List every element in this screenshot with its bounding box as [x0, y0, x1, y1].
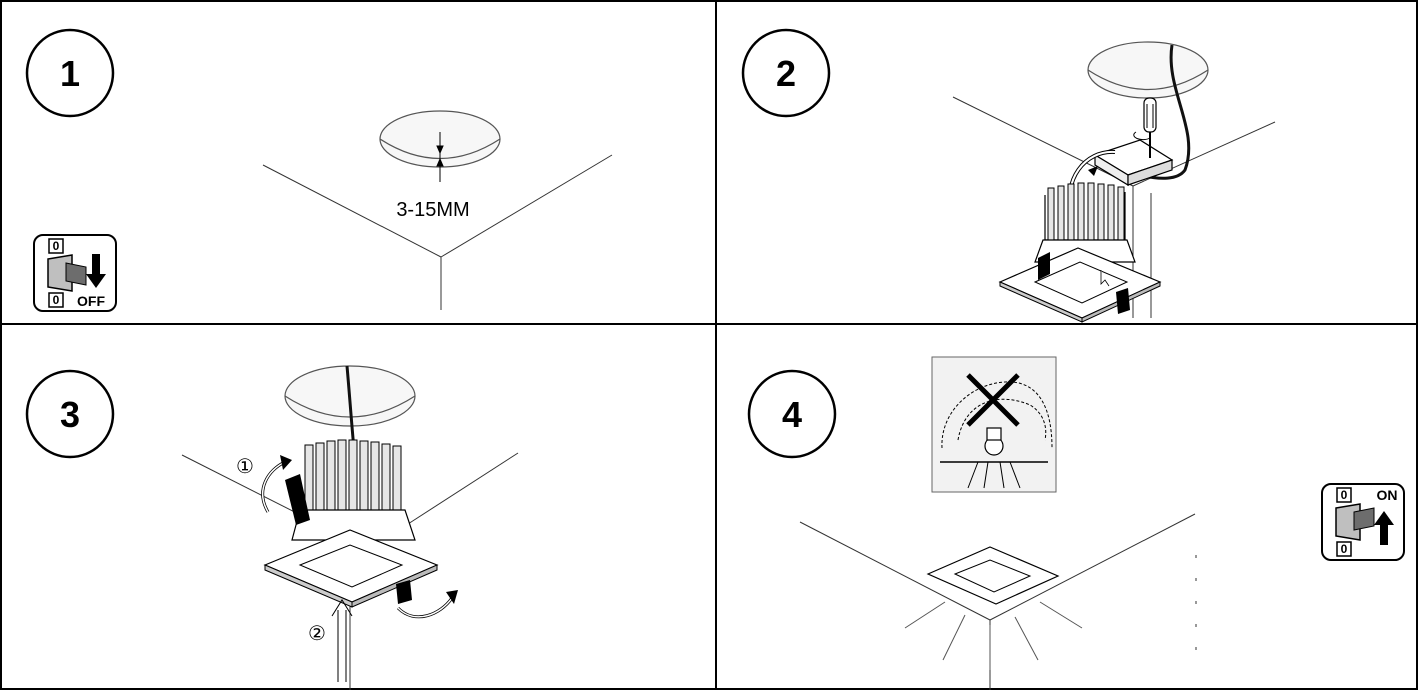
- power-on-switch-icon: [1321, 483, 1405, 561]
- on-switch-bottom-digit: 0: [1341, 542, 1348, 556]
- on-switch-label: ON: [1377, 487, 1398, 503]
- callout-2: ②: [308, 623, 326, 645]
- step-4-badge: [747, 369, 837, 459]
- push-up-arrow: [331, 599, 353, 682]
- on-switch-top-digit: 0: [1341, 488, 1348, 502]
- step-2-badge: [741, 28, 831, 118]
- installed-trim: [926, 546, 1060, 605]
- trim-frame: [998, 247, 1162, 323]
- panel-step-2: 2: [741, 28, 1276, 323]
- step-3-badge: [25, 369, 115, 459]
- off-switch-top-digit: 0: [53, 239, 60, 253]
- screwdriver-icon: [1133, 97, 1157, 158]
- step-3-number: 3: [60, 394, 80, 435]
- step-4-number: 4: [782, 394, 802, 435]
- step-2-number: 2: [776, 53, 796, 94]
- step-1-badge: [25, 28, 115, 118]
- panel-step-1: 1 3-15MM 0 0 OFF: [25, 28, 613, 312]
- ceiling-hole: [1087, 41, 1209, 99]
- power-off-switch-icon: [33, 234, 117, 312]
- downlight-body: [1034, 182, 1136, 263]
- off-switch-bottom-digit: 0: [53, 293, 60, 307]
- light-rays: [904, 601, 1083, 670]
- panel-step-3: 3: [25, 365, 519, 690]
- callout-1: ①: [236, 456, 254, 478]
- thickness-label: 3-15MM: [396, 199, 469, 221]
- off-switch-label: OFF: [77, 293, 105, 309]
- trim-frame: [263, 474, 439, 608]
- panel-step-4: 4: [747, 356, 1405, 690]
- driver-box: [1093, 139, 1174, 187]
- thickness-arrow: [436, 132, 444, 182]
- no-insulation-cover-icon: [931, 356, 1057, 493]
- downlight-body: [291, 439, 416, 541]
- step-1-number: 1: [60, 53, 80, 94]
